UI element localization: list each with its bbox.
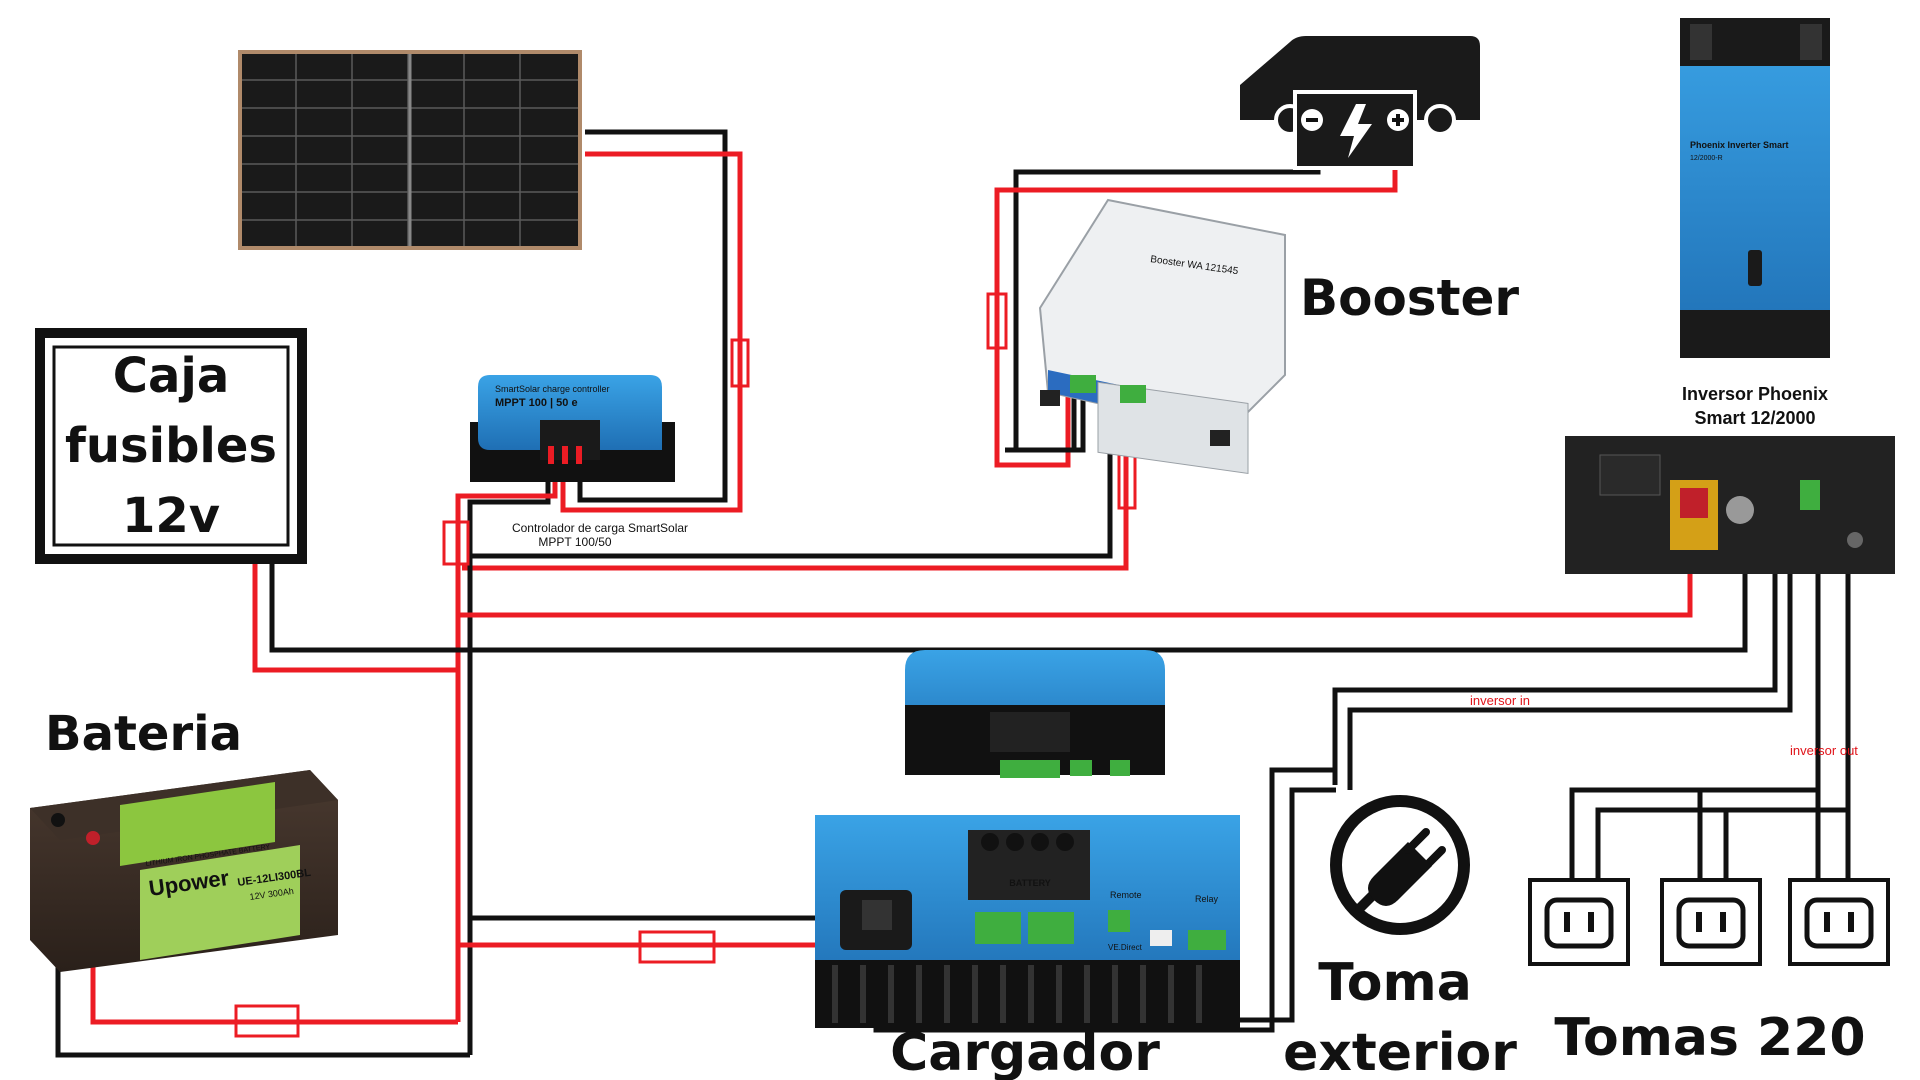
inverter-negative [470,540,1748,653]
charger-relay-label: Relay [1195,894,1219,904]
mppt-controller: SmartSolar charge controller MPPT 100 | … [470,375,688,549]
mppt-model: MPPT 100 | 50 e [495,397,578,409]
fuse-box: Caja fusibles 12v [35,328,307,564]
inverter-in-label: inversor in [1470,693,1530,708]
fusebox-label-line2: fusibles [65,418,277,474]
shore-label-line1: Toma [1318,953,1472,1013]
solar-panel-icon [238,50,582,250]
inverter-out-label: inversor out [1790,743,1858,758]
inverter-out-wire-1 [1569,518,1821,885]
inverter-in-wire-2 [1347,518,1793,790]
charger-fuse [638,930,716,964]
inverter-label-line2: Smart 12/2000 [1694,408,1815,428]
booster-input-fuse [986,292,1008,350]
plug-icon: Toma exterior [1283,795,1517,1080]
lithium-battery: Bateria Upower UE-12LI300BL 12V 300Ah LI… [30,706,338,972]
charger-label: Cargador [890,1023,1160,1080]
outlet-icon [1660,878,1762,966]
van-battery-icon [1240,36,1480,170]
battery-charger: BATTERY Remote VE.Direct Relay Cargador [815,650,1240,1080]
outlet-icon [1788,878,1890,966]
inverter-label-line1: Inversor Phoenix [1682,384,1828,404]
fusebox-negative [269,560,470,653]
inverter-rating: 12/2000-R [1690,155,1723,162]
inverter-in-wire-1 [1332,518,1778,785]
mppt-label-line1: Controlador de carga SmartSolar [512,521,688,535]
charger-remote-label: Remote [1110,890,1142,900]
booster-output-negative [1005,392,1086,453]
battery-label: Bateria [45,706,242,762]
mppt-fuse [442,520,470,566]
fusebox-label-line1: Caja [113,348,229,404]
solar-fuse [730,338,750,388]
mppt-brand: SmartSolar charge controller [495,384,610,394]
inverter-out-wire-2 [1595,518,1851,885]
charger-battery-label: BATTERY [1009,878,1051,888]
outlets: Tomas 220 [1528,878,1890,1068]
outlets-label: Tomas 220 [1554,1008,1865,1068]
booster-device: Booster WA 121545 Booster [1038,198,1519,474]
van-positive-wire [994,140,1398,468]
inverter-device: Phoenix Inverter Smart 12/2000-R Inverso… [1565,18,1895,574]
mppt-label-line2: MPPT 100/50 [538,535,611,549]
battery-fuse [234,1004,300,1038]
mppt-output-negative [467,450,551,1055]
charger-vedirect-label: VE.Direct [1108,943,1143,952]
shore-label-line2: exterior [1283,1023,1517,1080]
solar-positive-wire [560,151,743,513]
booster-label: Booster [1300,269,1519,327]
fusebox-positive [252,560,458,673]
outlet-icon [1528,878,1630,966]
inverter-model: Phoenix Inverter Smart [1690,140,1789,150]
fusebox-label-line3: 12v [122,488,220,544]
solar-negative-wire [577,129,728,503]
